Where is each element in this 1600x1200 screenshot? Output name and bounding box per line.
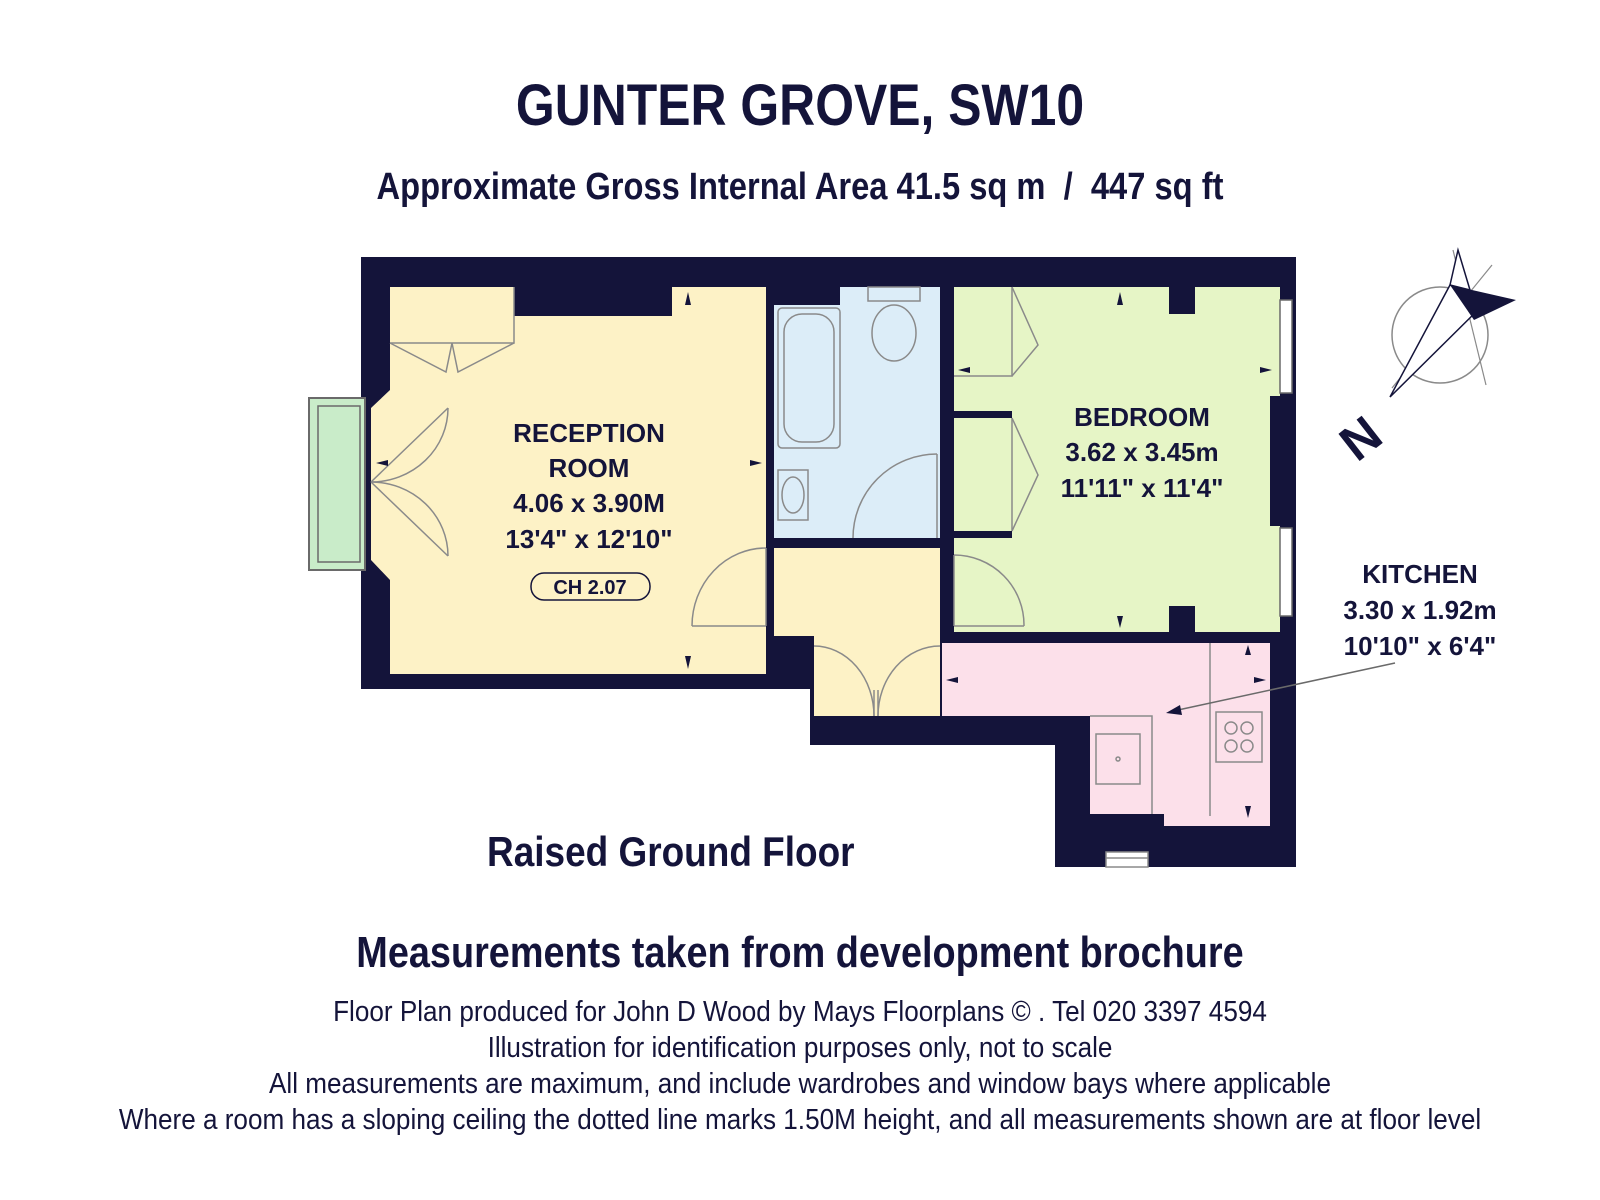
svg-text:ROOM: ROOM: [549, 453, 630, 483]
footer-line-3: All measurements are maximum, and includ…: [269, 1068, 1331, 1100]
bedroom-label: BEDROOM 3.62 x 3.45m 11'11" x 11'4": [1061, 402, 1224, 503]
hallway: [774, 548, 940, 716]
area-subtitle: Approximate Gross Internal Area 41.5 sq …: [376, 166, 1224, 208]
svg-text:BEDROOM: BEDROOM: [1074, 402, 1210, 432]
reception-label: RECEPTION ROOM 4.06 x 3.90M 13'4" x 12'1…: [505, 418, 672, 599]
svg-text:13'4" x 12'10": 13'4" x 12'10": [505, 524, 672, 554]
svg-text:11'11" x 11'4": 11'11" x 11'4": [1061, 473, 1224, 503]
bedroom-windows: [1279, 299, 1293, 617]
svg-text:CH 2.07: CH 2.07: [553, 577, 626, 599]
reception-room: [371, 287, 766, 674]
dimension-arrows: [376, 292, 1272, 818]
kitchen-label: KITCHEN 3.30 x 1.92m 10'10" x 6'4": [1343, 559, 1496, 661]
bedroom: [954, 287, 1280, 632]
internal-walls: [766, 287, 1282, 646]
north-arrow-icon: N: [1329, 247, 1516, 472]
footer-line-2: Illustration for identification purposes…: [487, 1032, 1113, 1064]
svg-text:3.30 x 1.92m: 3.30 x 1.92m: [1343, 595, 1496, 625]
svg-text:4.06 x 3.90M: 4.06 x 3.90M: [513, 488, 665, 518]
bathroom-fixtures: [777, 286, 921, 521]
footer-line-4: Where a room has a sloping ceiling the d…: [118, 1104, 1482, 1136]
wardrobe-bedroom: [954, 286, 1039, 532]
svg-text:10'10" x 6'4": 10'10" x 6'4": [1344, 631, 1497, 661]
bathroom: [774, 287, 940, 545]
doors: [370, 407, 1149, 868]
measurement-notice: Measurements taken from development broc…: [356, 928, 1244, 977]
svg-text:RECEPTION: RECEPTION: [513, 418, 665, 448]
wardrobe-reception: [389, 287, 515, 374]
svg-text:KITCHEN: KITCHEN: [1362, 559, 1478, 589]
north-label: N: [1329, 405, 1392, 471]
svg-text:3.62 x 3.45m: 3.62 x 3.45m: [1065, 437, 1218, 467]
plan-title: GUNTER GROVE, SW10: [515, 73, 1085, 138]
footer-line-1: Floor Plan produced for John D Wood by M…: [333, 996, 1267, 1028]
kitchen-leader: [1166, 662, 1396, 715]
kitchen-units: [1090, 643, 1263, 816]
floor-label: Raised Ground Floor: [487, 828, 855, 875]
footer-notes: Floor Plan produced for John D Wood by M…: [0, 994, 1600, 1138]
ceiling-height-badge: [530, 572, 651, 601]
